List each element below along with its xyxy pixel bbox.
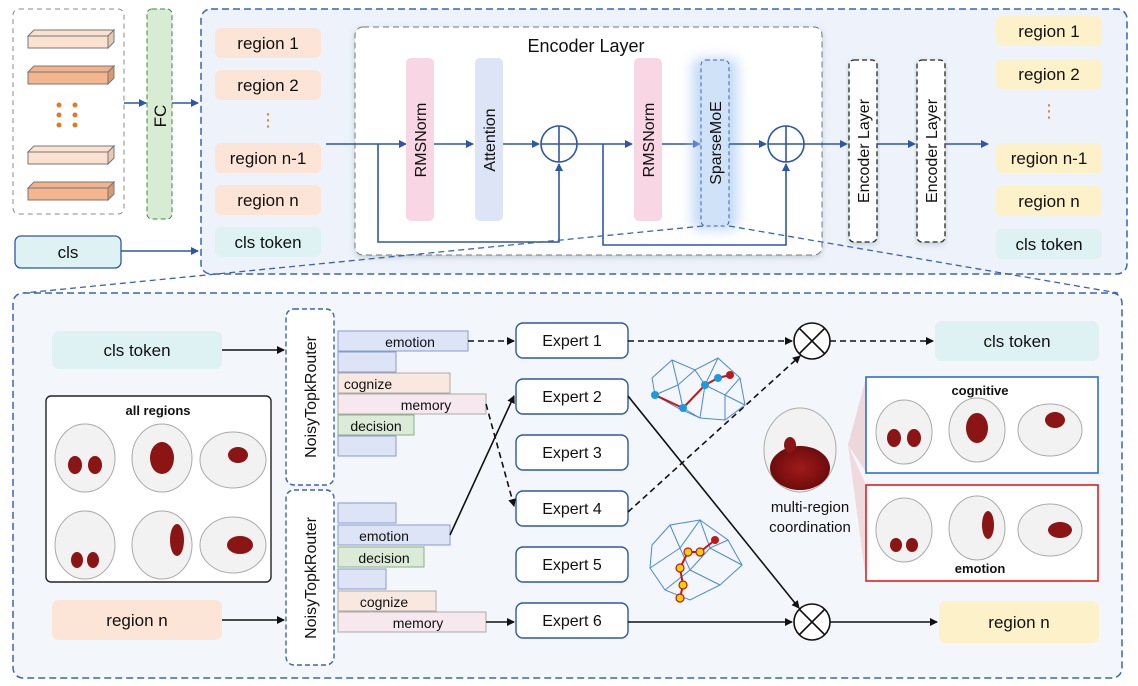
region-token-1 — [215, 28, 321, 58]
emotion-brain-images — [875, 495, 1083, 563]
expert-5-label: Expert 5 — [542, 557, 602, 574]
output-token-n — [996, 186, 1102, 216]
cognitive-title: cognitive — [951, 383, 1008, 398]
rmsnorm-2 — [634, 58, 662, 221]
output-token-2 — [996, 59, 1102, 89]
router-2-bar-cognize: cognize — [360, 594, 408, 610]
sparsemoe-block — [700, 59, 730, 227]
noisy-topk-router-1 — [285, 308, 335, 486]
region-token-1-label: region 1 — [237, 34, 298, 53]
coordination-label-line-1: multi-region — [771, 499, 849, 516]
router-2-scores: emotion decision cognize memory — [337, 502, 487, 633]
rmsnorm-2-label: RMSNorm — [641, 103, 658, 178]
encoder-layer-stack-2 — [916, 59, 946, 243]
moe-region-input — [52, 600, 222, 640]
region-token-n-label: region n — [237, 191, 298, 210]
output-token-n-1-label: region n-1 — [1011, 149, 1088, 168]
cls-token-top-label: cls token — [234, 233, 301, 252]
emotion-title: emotion — [955, 561, 1006, 576]
coordination-label-line-2: coordination — [769, 519, 851, 536]
router-1-scores: emotion cognize memory decision — [337, 330, 487, 457]
noisy-topk-router-1-label: NoisyTopkRouter — [303, 335, 320, 458]
all-regions-highlights — [68, 442, 253, 568]
attention-block — [475, 58, 503, 221]
all-regions-title: all regions — [125, 403, 190, 418]
region-token-n — [215, 185, 321, 215]
region-token-2-label: region 2 — [237, 76, 298, 95]
noisy-topk-router-2-label: NoisyTopkRouter — [303, 516, 320, 639]
router-2-bar-memory: memory — [393, 615, 444, 631]
region-token-2 — [215, 70, 321, 100]
region-token-n-1-label: region n-1 — [230, 149, 307, 168]
encoder-layer-title: Encoder Layer — [527, 36, 644, 56]
rmsnorm-1 — [406, 58, 434, 221]
network-graph-2 — [649, 518, 743, 603]
rmsnorm-1-label: RMSNorm — [413, 103, 430, 178]
cls-input — [14, 235, 122, 269]
expert-3-label: Expert 3 — [542, 445, 602, 462]
noisy-topk-router-2 — [285, 489, 335, 666]
moe-region-output — [939, 601, 1099, 643]
output-token-n-1 — [996, 143, 1102, 173]
router-2-bar-decision: decision — [358, 550, 409, 566]
expert-6 — [515, 602, 629, 639]
sparsemoe-label: SparseMoE — [708, 101, 725, 185]
router-1-bar-cognize: cognize — [344, 376, 392, 392]
output-token-2-label: region 2 — [1018, 65, 1079, 84]
router-1-bar-memory: memory — [401, 397, 452, 413]
network-graph-1 — [651, 357, 746, 421]
router-2-bar-emotion: emotion — [359, 528, 409, 544]
moe-cls-output-label: cls token — [983, 332, 1050, 351]
output-token-n-label: region n — [1018, 192, 1079, 211]
expert-5 — [515, 546, 629, 583]
expert-3 — [515, 434, 629, 471]
region-token-n-1 — [215, 143, 321, 173]
cls-input-label: cls — [58, 243, 79, 262]
moe-region-input-label: region n — [106, 611, 167, 630]
input-bars — [26, 28, 116, 202]
output-token-1-label: region 1 — [1018, 22, 1079, 41]
moe-cls-input-label: cls token — [103, 341, 170, 360]
expert-6-label: Expert 6 — [542, 613, 602, 630]
cls-token-top — [215, 227, 321, 257]
output-token-1 — [996, 16, 1102, 46]
encoder-layer-stack-1-label: Encoder Layer — [856, 98, 873, 203]
encoder-layer-stack-2-label: Encoder Layer — [924, 98, 941, 203]
fc-layer — [146, 8, 173, 220]
moe-cls-input — [52, 331, 222, 369]
region-token-column: region 1 region 2 ⋮ region n-1 region n … — [215, 28, 321, 257]
expert-4-label: Expert 4 — [542, 501, 602, 518]
encoder-layer-stack-1 — [848, 59, 878, 243]
expert-1-label: Expert 1 — [542, 333, 602, 350]
moe-region-output-label: region n — [988, 613, 1049, 632]
router-1-bar-decision: decision — [350, 418, 401, 434]
attention-label: Attention — [482, 108, 499, 171]
output-cls-token-label: cls token — [1015, 235, 1082, 254]
input-stack-panel — [12, 8, 125, 215]
router-1-bar-emotion: emotion — [385, 334, 435, 350]
output-token-column: region 1 region 2 ⋮ region n-1 region n … — [996, 16, 1102, 259]
moe-cls-output — [935, 321, 1099, 361]
cognitive-brain-images — [875, 397, 1083, 465]
expert-4 — [515, 490, 629, 527]
fc-label: FC — [151, 105, 170, 128]
experts: Expert 1 Expert 2 Expert 3 Expert 4 Expe… — [515, 322, 629, 639]
expert-2-label: Expert 2 — [542, 389, 602, 406]
output-token-ellipsis: ⋮ — [1040, 101, 1058, 121]
coordination-brain — [763, 407, 837, 493]
region-token-ellipsis: ⋮ — [259, 110, 277, 130]
output-cls-token — [996, 229, 1102, 259]
